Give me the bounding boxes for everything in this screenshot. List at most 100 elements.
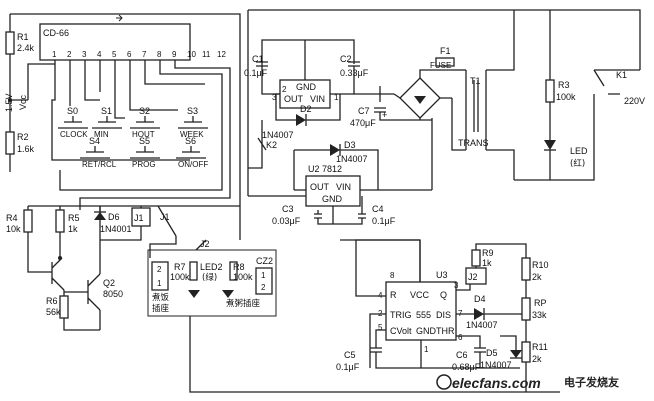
sock1-label-line2: 插座 <box>152 303 170 314</box>
d2-part: 1N4007 <box>262 130 294 140</box>
r7-label: R7 <box>174 262 186 272</box>
cd66-body <box>39 23 191 61</box>
f1-label: F1 <box>440 46 451 56</box>
d2-out: OUT <box>284 94 304 104</box>
cd66-pin-7: 7 <box>142 50 147 59</box>
cd66-pin-9: 9 <box>172 50 177 59</box>
elecfans-logo-icon <box>436 374 452 390</box>
r11-body <box>521 341 531 363</box>
d4-diode-icon <box>474 308 484 320</box>
k1-value: 220V <box>624 96 645 106</box>
led-note: (红) <box>570 158 585 169</box>
r3-label: R3 <box>558 80 570 90</box>
watermark-site: elecfans.com <box>452 375 541 391</box>
c7-value: 470μF <box>350 118 376 128</box>
switch-matrix: S0CLOCKS1MINS2HOUTS3WEEKS4RET/RCLS5PROGS… <box>51 60 231 210</box>
switch-label: PROG <box>132 160 156 169</box>
bridge-diode-icon <box>414 96 426 104</box>
d2-vin: VIN <box>310 94 325 104</box>
r4-value: 10k <box>6 224 21 234</box>
r10-label: R10 <box>532 260 549 270</box>
d4-label: D4 <box>474 294 486 304</box>
c5-value: 0.1μF <box>336 362 360 372</box>
vcc-voltage: 1.5V <box>4 93 14 112</box>
rp-value: 33k <box>532 310 547 320</box>
c6-cap <box>456 335 486 368</box>
r9-value: 1k <box>482 258 492 268</box>
d6-diode-icon <box>94 212 106 220</box>
u3-trig: TRIG <box>390 310 412 320</box>
r5-value: 1k <box>68 224 78 234</box>
sock1-box <box>151 261 169 291</box>
r4-body <box>23 209 33 233</box>
switches: S0CLOCKS1MINS2HOUTS3WEEKS4RET/RCLS5PROGS… <box>58 106 208 169</box>
arrow-mark-icon <box>116 14 123 22</box>
u3-pin5: 5 <box>378 323 383 332</box>
socket-block: J2 2 1 R7 100k LED2 (绿) 煮饭 插座 R8 100k CZ… <box>147 239 560 393</box>
cd66-pin-12: 12 <box>217 50 226 59</box>
u2-label: U2 <box>308 164 320 174</box>
r10-body <box>521 257 531 281</box>
switch-name: S2 <box>139 106 150 116</box>
r5-label: R5 <box>68 213 80 223</box>
switch-label: WEEK <box>180 130 204 139</box>
r6-value: 56k <box>46 307 61 317</box>
switch-symbol <box>58 116 88 129</box>
watermark-cn: 电子发烧友 <box>564 375 619 389</box>
d6-value: 1N4001 <box>100 224 132 234</box>
top-left-bus <box>10 13 241 240</box>
c3-label: C3 <box>282 204 294 214</box>
power-input: + C7 470μF F1 FUSE T1 TRANS R3 100k LED … <box>350 10 645 181</box>
top-bus <box>248 9 641 70</box>
r3-value: 100k <box>556 92 576 102</box>
c7-label: C7 <box>358 106 370 116</box>
c6-value: 0.68μF <box>452 362 481 372</box>
driver-stage: R4 10k R5 1k R6 56k Q2 8050 D6 1N4001 J1 <box>6 205 240 331</box>
cd66-pin-2: 2 <box>67 50 72 59</box>
r7-value: 100k <box>170 272 190 282</box>
cd66-pin-4: 4 <box>97 50 102 59</box>
r2-value: 1.6k <box>17 144 35 154</box>
d5-diode-icon <box>510 350 522 358</box>
d2-diode-icon <box>296 114 306 126</box>
t1-value: TRANS <box>458 138 489 148</box>
switch-name: S3 <box>187 106 198 116</box>
switch-symbol <box>130 116 160 129</box>
c5-label: C5 <box>344 350 356 360</box>
d5-value: 1N4007 <box>480 360 512 370</box>
switch-label: HOUT <box>132 130 155 139</box>
switch-name: S5 <box>139 136 150 146</box>
r3-body <box>545 79 555 103</box>
r2-body <box>5 131 15 155</box>
d5-label: D5 <box>486 348 498 358</box>
sock1-pin2: 2 <box>157 265 162 274</box>
sock2-pin2: 2 <box>261 283 266 292</box>
k2-contact <box>257 137 267 151</box>
switch-symbol <box>92 116 122 129</box>
c7-plus: + <box>382 110 387 120</box>
socket-frame <box>147 249 277 317</box>
j2b-label: J2 <box>200 239 210 249</box>
d2-regulator <box>279 79 331 109</box>
sock2-pin1: 1 <box>261 271 266 280</box>
switch-name: S0 <box>67 106 78 116</box>
sock1-label-line1: 煮饭 <box>152 292 170 303</box>
r8-value: 100k <box>233 272 253 282</box>
f1-fuse <box>435 57 455 67</box>
c4-value: 0.1μF <box>372 216 396 226</box>
u3-label: U3 <box>436 270 448 280</box>
u2-gnd: GND <box>322 194 343 204</box>
cd66-pin-6: 6 <box>127 50 132 59</box>
led2-note: (绿) <box>202 272 217 283</box>
u3-part: 555 <box>416 310 431 320</box>
j1-contact <box>157 205 177 237</box>
switch-name: S1 <box>101 106 112 116</box>
k2-label: K2 <box>266 140 277 150</box>
